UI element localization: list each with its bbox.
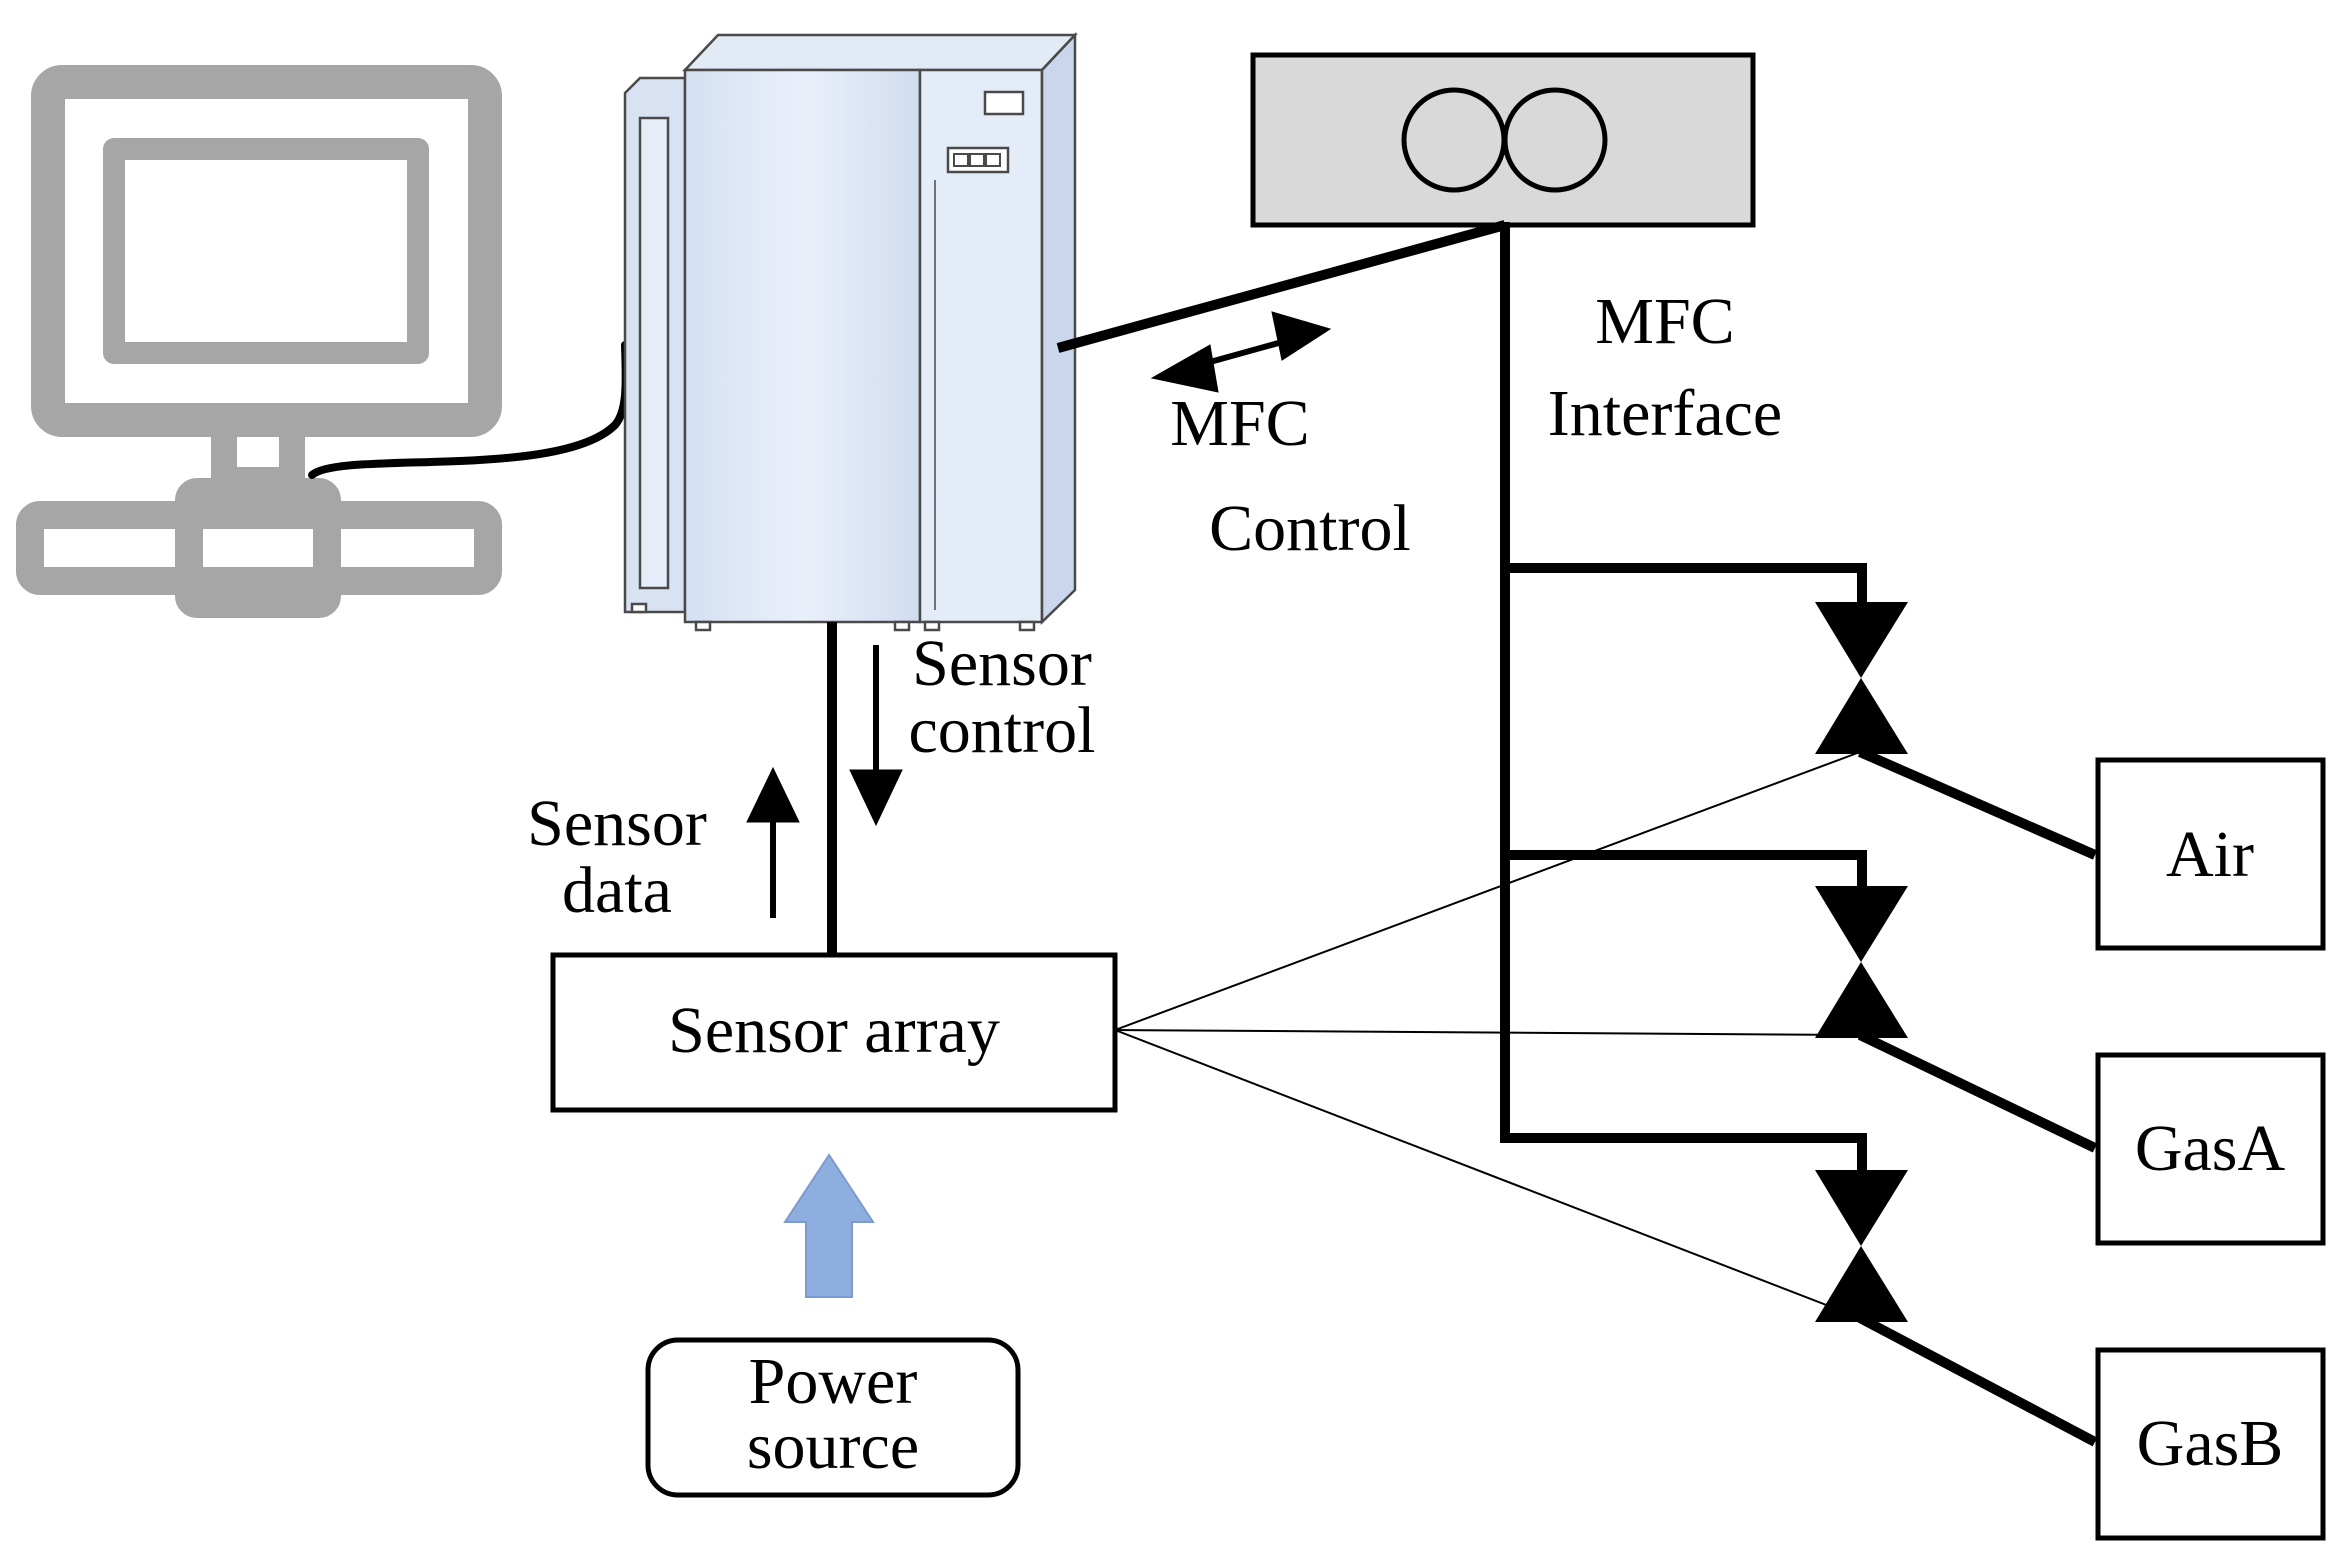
thin-line-gasb — [1114, 1029, 1861, 1319]
connections — [827, 220, 2098, 1447]
gasa-feed-line — [1857, 1030, 2098, 1153]
valve-gasb — [1815, 1170, 1908, 1322]
valve-icon — [1815, 602, 1908, 1322]
sensor-array-box — [550, 952, 1118, 1113]
mfc-interface-label-line1: MFC — [1595, 285, 1734, 358]
power-source-label-line2: source — [747, 1410, 919, 1483]
mfc-branch-air — [1505, 563, 1867, 608]
valve-air — [1815, 602, 1908, 754]
gas-box-gasb — [2095, 1347, 2326, 1541]
gasb-feed-line — [1857, 1313, 2098, 1447]
server-icon — [623, 31, 1078, 632]
air-feed-line — [1857, 747, 2098, 860]
sensor-control-label-line2: control — [909, 694, 1096, 767]
computer-icon — [16, 65, 502, 618]
gas-label-gasa: GasA — [2135, 1112, 2286, 1185]
mfc-interface-trunk — [1500, 222, 1867, 1178]
gas-lines — [1114, 751, 1861, 1319]
power-source-box — [645, 1337, 1021, 1498]
gas-box-gasa — [2095, 1052, 2326, 1246]
mfc-branch-gasa — [1505, 850, 1867, 892]
mfc-icon — [1250, 52, 1756, 228]
mfc-control-label-line1: MFC — [1170, 387, 1309, 460]
power-source-label-line1: Power — [749, 1345, 918, 1418]
sensor-array-label: Sensor array — [668, 994, 1000, 1067]
mfc-control-line — [1056, 220, 1507, 353]
valve-gasa — [1815, 886, 1908, 1038]
mfc-interface-label-line2: Interface — [1548, 377, 1782, 450]
thin-line-air — [1114, 751, 1861, 1031]
gas-label-gasb: GasB — [2137, 1407, 2284, 1480]
thin-line-gasa — [1114, 1029, 1861, 1036]
gas-label-air: Air — [2166, 818, 2254, 891]
arrows — [746, 311, 1332, 918]
sensor-data-label-line1: Sensor — [527, 787, 707, 860]
gas-box-air — [2095, 757, 2326, 951]
sensor-data-label-line2: data — [562, 854, 672, 927]
power-arrow — [783, 1153, 875, 1298]
sensor-control-label-line1: Sensor — [912, 627, 1092, 700]
mfc-control-label-line2: Control — [1209, 492, 1411, 565]
